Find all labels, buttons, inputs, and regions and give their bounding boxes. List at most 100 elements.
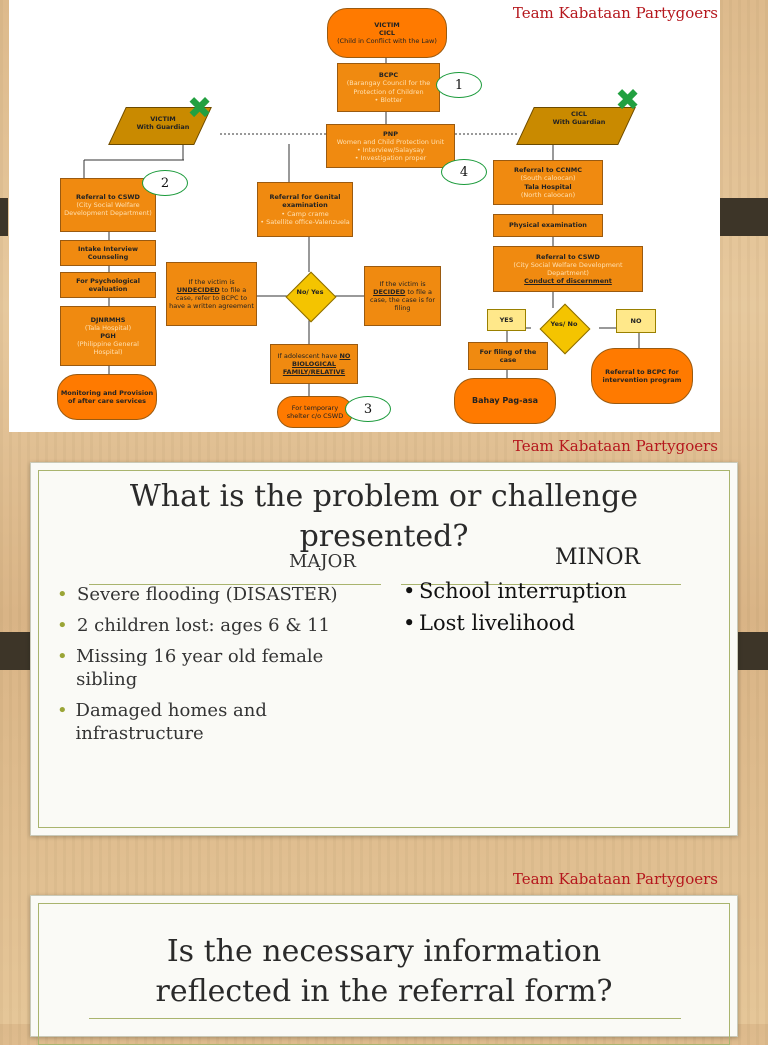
yesno-text: Yes/ No	[550, 320, 578, 328]
referral-cswd-node: Referral to CSWD (City Social Welfare De…	[60, 178, 156, 232]
shelter-text: For temporary shelter c/o CSWD	[286, 403, 344, 420]
physical-exam-node: Physical examination	[493, 214, 603, 237]
cswd-right-sub: (City Social Welfare Development Departm…	[513, 260, 623, 277]
decided-p2: to file a case, the case is for filing	[369, 287, 435, 313]
adolescent-p1: If adolescent have	[277, 351, 340, 360]
ccnmc-title: Referral to CCNMC	[514, 166, 582, 175]
information-underline	[89, 1018, 681, 1019]
bcpc-intervention-text: Referral to BCPC for intervention progra…	[602, 367, 682, 384]
binder-tab-left-1	[0, 198, 8, 236]
monitoring-node: Monitoring and Provision of after care s…	[57, 374, 157, 420]
noyes-text: No/ Yes	[296, 288, 324, 296]
decided-node: If the victim is DECIDED to file a case,…	[364, 266, 441, 326]
cswd-right-title: Referral to CSWD	[536, 252, 600, 261]
bullet-dot: •	[403, 579, 416, 603]
referral-cswd-title: Referral to CSWD	[76, 192, 140, 201]
information-slide: Is the necessary information reflected i…	[30, 895, 738, 1045]
undecided-p2: to file a case, refer to BCPC to have a …	[169, 285, 254, 311]
pnp-bullet-1: • Interview/Salaysay	[356, 146, 425, 154]
pnp-title: PNP	[383, 129, 398, 138]
ccnmc-node: Referral to CCNMC (South caloocan) Tala …	[493, 160, 603, 205]
minor-underline	[401, 584, 681, 585]
cswd-right-node: Referral to CSWD (City Social Welfare De…	[493, 246, 643, 292]
victim-guardian-text: VICTIM With Guardian	[121, 115, 205, 131]
intake-node: Intake Interview Counseling	[60, 240, 156, 266]
genital-b1-text: Camp crame	[287, 209, 329, 218]
information-title: Is the necessary information reflected i…	[155, 934, 613, 1009]
minor-item: •Lost livelihood	[403, 609, 723, 637]
callout-1: 1	[436, 72, 482, 98]
genital-exam-node: Referral for Genital examination • Camp …	[257, 182, 353, 237]
minor-item: •School interruption	[403, 577, 723, 605]
major-item: •Missing 16 year old female sibling	[57, 645, 377, 691]
bcpc-title: BCPC	[378, 71, 399, 80]
team-label-3: Team Kabataan Partygoers	[512, 870, 718, 888]
major-item-text: Damaged homes and infrastructure	[75, 700, 267, 744]
bcpc-intervention-node: Referral to BCPC for intervention progra…	[591, 348, 693, 404]
yes-box: YES	[487, 309, 526, 331]
bcpc-bullet: • Blotter	[374, 95, 403, 104]
pgh-sub: (Philippine General Hospital)	[77, 340, 139, 357]
major-item: • Damaged homes and infrastructure	[57, 699, 377, 745]
bahay-node: Bahay Pag-asa	[454, 378, 556, 424]
problem-slide-frame	[38, 470, 730, 828]
major-item-text: 2 children lost: ages 6 & 11	[77, 615, 330, 636]
minor-item-text: Lost livelihood	[419, 611, 575, 635]
bullet-dot: •	[403, 611, 416, 635]
major-item-text: Missing 16 year old female sibling	[76, 646, 324, 690]
pnp-bullet-1-text: Interview/Salaysay	[362, 146, 425, 154]
callout-2: 2	[142, 170, 188, 196]
team-label-2: Team Kabataan Partygoers	[512, 437, 718, 455]
major-underline	[89, 584, 381, 585]
adolescent-node: If adolescent have NO BIOLOGICAL FAMILY/…	[270, 344, 358, 384]
bcpc-node: BCPC (Barangay Council for the Protectio…	[337, 63, 440, 112]
monitoring-text: Monitoring and Provision of after care s…	[60, 388, 154, 405]
genital-b2: • Satellite office-Valenzuela	[260, 217, 350, 226]
callout-3: 3	[345, 396, 391, 422]
major-item: • 2 children lost: ages 6 & 11	[57, 614, 377, 637]
genital-b2-text: Satellite office-Valenzuela	[266, 217, 350, 226]
filing-text: For filing of the case	[479, 347, 537, 364]
adolescent-text: If adolescent have NO BIOLOGICAL FAMILY/…	[273, 352, 355, 376]
djnrmhs-title: DJNRMHS	[90, 315, 126, 324]
ccnmc-sub: (South caloocan)	[520, 174, 576, 183]
cicl-description: (Child in Conflict with the Law)	[337, 37, 437, 46]
minor-label: MINOR	[555, 545, 641, 570]
victim-cicl-node: VICTIM CICL (Child in Conflict with the …	[327, 8, 447, 58]
flowchart-slide: VICTIM CICL (Child in Conflict with the …	[9, 0, 720, 432]
pgh-title: PGH	[100, 331, 116, 340]
bcpc-bullet-text: Blotter	[380, 95, 403, 104]
adolescent-key: NO BIOLOGICAL FAMILY/RELATIVE	[282, 351, 351, 377]
bullet-dot: •	[57, 700, 68, 721]
cicl-label: CICL	[378, 28, 396, 37]
major-list: •Severe flooding (DISASTER) •2 children …	[57, 583, 377, 753]
major-item: •Severe flooding (DISASTER)	[57, 583, 377, 606]
genital-title: Referral for Genital examination	[269, 193, 341, 210]
binder-tab-right-1	[720, 198, 768, 236]
undecided-node: If the victim is UNDECIDED to file a cas…	[166, 262, 257, 326]
psych-node: For Psychological evaluation	[60, 272, 156, 298]
undecided-text: If the victim is UNDECIDED to file a cas…	[169, 278, 254, 311]
cswd-right-key: Conduct of discernment	[524, 277, 612, 286]
problem-title: What is the problem or challenge present…	[129, 479, 639, 554]
bcpc-description: (Barangay Council for the Protection of …	[346, 79, 431, 96]
referral-cswd-sub: (City Social Welfare Development Departm…	[64, 200, 152, 218]
victim-guardian-line2: With Guardian	[136, 123, 190, 132]
minor-item-text: School interruption	[419, 579, 627, 603]
flow-connectors	[83, 58, 640, 396]
major-item-text: Severe flooding (DISASTER)	[77, 584, 338, 605]
x-icon-left: ✖	[187, 91, 213, 126]
minor-list: •School interruption •Lost livelihood	[403, 577, 723, 637]
djnrmhs-sub1: (Tala Hospital)	[84, 323, 132, 332]
bullet-dot: •	[57, 615, 68, 636]
shelter-node: For temporary shelter c/o CSWD	[277, 396, 353, 428]
psych-text: For Psychological evaluation	[76, 276, 140, 293]
undecided-key: UNDECIDED	[176, 285, 220, 294]
cicl-guardian-line1: CICL	[570, 110, 588, 118]
pnp-description: Women and Child Protection Unit	[336, 137, 445, 146]
team-label-1: Team Kabataan Partygoers	[512, 4, 718, 22]
x-icon-right: ✖	[615, 83, 641, 118]
cicl-guardian-line2: With Guardian	[552, 118, 606, 127]
genital-b1: • Camp crame	[281, 209, 329, 218]
victim-label: VICTIM	[374, 20, 400, 29]
